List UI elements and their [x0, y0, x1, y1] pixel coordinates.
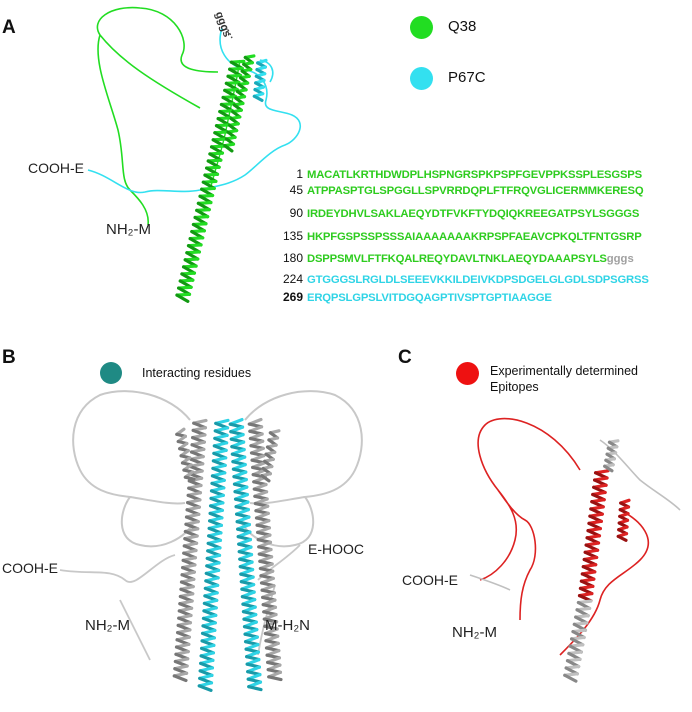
panel-c-cooh-label: COOH-E: [402, 572, 458, 588]
p67c-helix: [252, 58, 268, 102]
panel-b-hooc-right: E-HOOC: [308, 541, 364, 557]
panel-b-letter: B: [2, 347, 16, 368]
panel-a-cooh-label: COOH-E: [28, 160, 84, 176]
panel-b-cooh-left: COOH-E: [2, 560, 58, 576]
p67c-helix-turn: [252, 94, 264, 102]
dimer-coil-left: [72, 390, 196, 548]
dimer-helix-turn: [267, 675, 283, 682]
q38-helix-long: [175, 59, 246, 303]
dimer-helix-turn: [197, 684, 213, 692]
q38-coil: [96, 6, 219, 226]
q38-helix-turn: [223, 144, 234, 153]
dimer-helix-turn: [247, 685, 263, 692]
epitope-helix-turn: [563, 673, 578, 683]
q38-legend-dot: [410, 16, 433, 39]
epitope-helices: [563, 439, 631, 683]
dimer-helix-turn: [172, 674, 188, 683]
dimer-tail-left-top: [59, 554, 176, 583]
epitope-legend-label: Experimentally determined Epitopes: [490, 364, 638, 394]
epitope-helix-turn: [603, 464, 614, 473]
interacting-legend-label: Interacting residues: [142, 366, 252, 380]
q38-helix-short: [223, 54, 256, 153]
interacting-legend-dot: [100, 362, 122, 384]
epitope-coil: [477, 417, 581, 621]
other-coil: [469, 574, 511, 591]
panel-b-nh2-left: NH₂-M: [85, 617, 130, 634]
p67c-legend-dot: [410, 67, 433, 90]
epitope-legend-dot: [456, 362, 479, 385]
dimer-helix-turn: [183, 475, 196, 481]
panel-a-letter: A: [2, 17, 16, 38]
panel-b-h2n-right: M-H₂N: [265, 617, 310, 634]
p67c-legend-label: P67C: [448, 69, 486, 86]
dimer-helices: [172, 417, 283, 692]
q38-legend-label: Q38: [448, 18, 477, 35]
dimer-tail-left-bottom: [119, 599, 151, 661]
panel-c-letter: C: [398, 347, 412, 368]
dimer-helix-turn: [260, 474, 271, 483]
panel-a-nh2-label: NH₂-M: [106, 221, 151, 238]
q38-helix-turn: [175, 293, 190, 303]
panel-c-nh2-label: NH₂-M: [452, 624, 497, 641]
epitope-helix-turn: [616, 534, 628, 542]
